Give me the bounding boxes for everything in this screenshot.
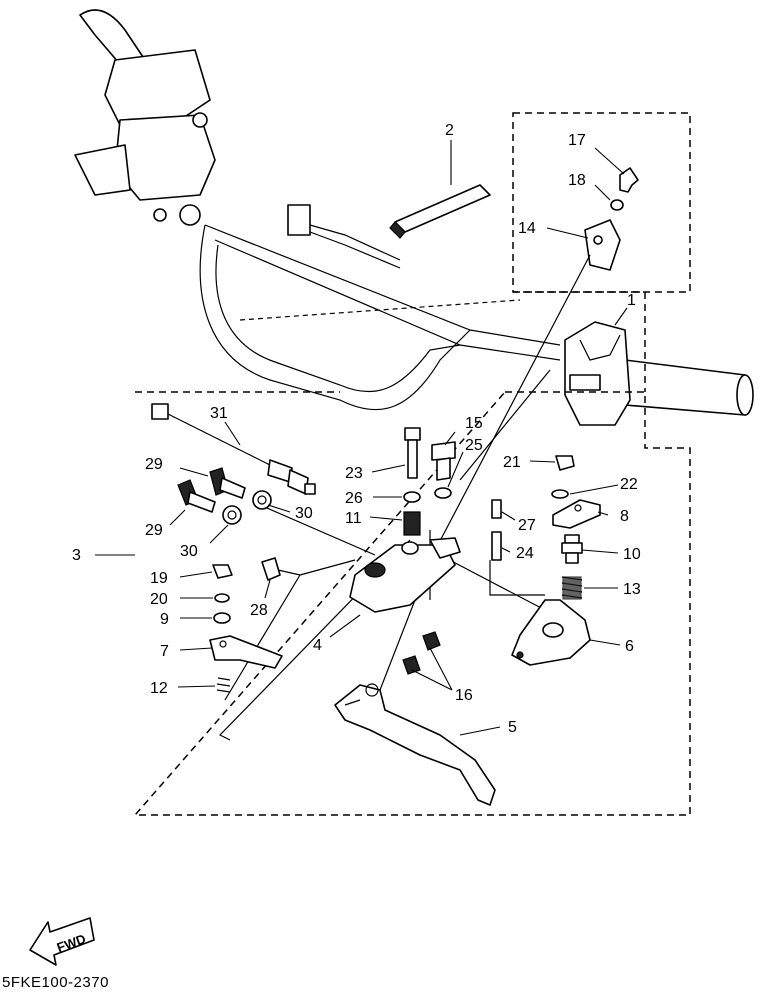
callout-26: 26	[345, 490, 363, 507]
callout-29b: 29	[145, 522, 163, 539]
handlebar	[199, 224, 561, 411]
callout-11: 11	[345, 510, 362, 527]
lock-nuts-30	[222, 490, 272, 525]
callout-27: 27	[518, 517, 536, 534]
plate-8	[552, 499, 601, 529]
callout-13: 13	[623, 581, 641, 598]
callout-4: 4	[313, 637, 322, 654]
bracket-14	[584, 219, 621, 271]
callout-19: 19	[150, 570, 168, 587]
callout-6: 6	[625, 638, 634, 655]
callout-3: 3	[72, 547, 81, 564]
collar-11	[403, 511, 421, 536]
assembly-lines	[218, 254, 591, 741]
callout-29a: 29	[145, 456, 163, 473]
washer-18	[610, 199, 624, 211]
callout-16: 16	[455, 687, 473, 704]
lever-holder-4	[349, 537, 461, 613]
right-grip	[624, 359, 754, 416]
callout-20: 20	[150, 591, 168, 608]
callout-14: 14	[518, 220, 536, 237]
pin-24	[491, 531, 502, 561]
cable-end-28	[261, 557, 301, 581]
callout-31: 31	[210, 405, 228, 422]
cable-tie	[389, 184, 491, 239]
callout-labels: 1 2 3 4 5 6 7 8 9 10 11 12 13 14 15 16 1…	[72, 122, 641, 736]
callout-2: 2	[445, 122, 454, 139]
plunger-10	[561, 534, 583, 564]
callout-18: 18	[568, 172, 586, 189]
drawing-code: 5FKE100-2370	[2, 974, 109, 991]
spring-13	[561, 576, 583, 600]
callout-15: 15	[465, 415, 483, 432]
callout-7: 7	[160, 643, 169, 660]
bracket-6	[511, 599, 591, 666]
callout-28: 28	[250, 602, 268, 619]
callout-10: 10	[623, 546, 641, 563]
washer-9	[213, 612, 231, 624]
callout-30b: 30	[295, 505, 313, 522]
pin-27	[491, 499, 502, 519]
callout-23: 23	[345, 465, 363, 482]
bracket-7	[209, 635, 283, 669]
washer-25	[434, 487, 452, 499]
kit-box-14	[512, 112, 691, 293]
screw-17	[619, 167, 639, 193]
clutch-switch-31	[151, 403, 316, 495]
left-switch-assembly	[74, 9, 216, 226]
right-switch-housing	[564, 321, 631, 426]
callout-21: 21	[503, 454, 521, 471]
adjuster-bolts-29	[177, 467, 246, 513]
callout-8: 8	[620, 508, 629, 525]
callout-25: 25	[465, 437, 483, 454]
fwd-arrow-icon: FWD	[29, 917, 95, 966]
kit-box-3	[133, 391, 691, 816]
washer-26	[403, 491, 421, 503]
wire-connector	[287, 204, 401, 269]
callout-12: 12	[150, 680, 168, 697]
callout-9: 9	[160, 611, 169, 628]
callout-30a: 30	[180, 543, 198, 560]
callout-22: 22	[620, 476, 638, 493]
bolt-23	[404, 427, 421, 479]
washer-20	[214, 593, 230, 603]
nuts-16	[402, 631, 441, 675]
callout-1: 1	[627, 292, 636, 309]
washer-22	[551, 489, 569, 499]
screw-21	[555, 455, 575, 471]
clutch-lever-5	[334, 683, 496, 806]
bolt-15	[431, 441, 456, 481]
callout-17: 17	[568, 132, 586, 149]
callout-5: 5	[508, 719, 517, 736]
screw-19	[212, 564, 233, 579]
callout-leaders	[95, 140, 628, 736]
spring-12	[216, 677, 231, 693]
callout-24: 24	[516, 545, 534, 562]
